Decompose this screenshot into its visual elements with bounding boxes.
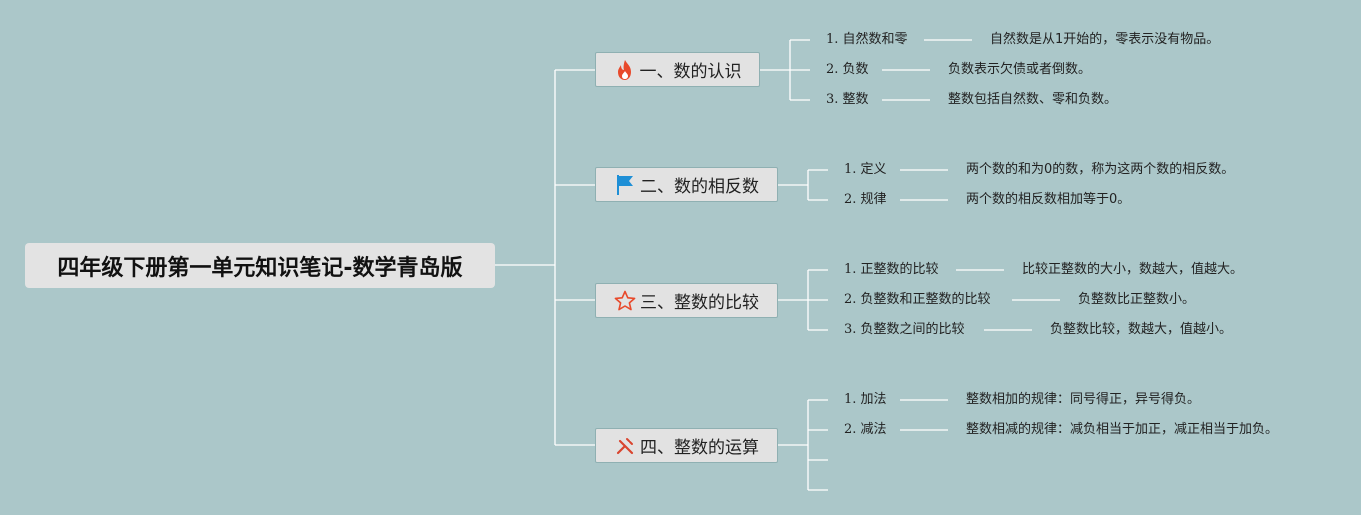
star-icon <box>614 290 636 312</box>
item-description: 负整数比较，数越大，值越小。 <box>1050 322 1233 337</box>
branch-label: 二、数的相反数 <box>640 177 759 197</box>
item-description: 负整数比正整数小。 <box>1078 292 1196 307</box>
branch-number-recognition[interactable]: 一、数的认识 <box>595 52 760 87</box>
branch-integer-comparison[interactable]: 三、整数的比较 <box>595 283 778 318</box>
item-description: 整数相加的规律：同号得正，异号得负。 <box>966 392 1201 407</box>
branch-label: 一、数的认识 <box>639 62 742 82</box>
flag-icon <box>614 174 636 196</box>
list-item[interactable]: 1. 定义 <box>844 162 887 177</box>
branch-label: 三、整数的比较 <box>640 293 759 313</box>
list-item[interactable]: 2. 负整数和正整数的比较 <box>844 292 991 307</box>
list-item[interactable]: 1. 正整数的比较 <box>844 262 939 277</box>
list-item[interactable]: 3. 负整数之间的比较 <box>844 322 965 337</box>
list-item[interactable]: 1. 加法 <box>844 392 887 407</box>
branch-opposite-numbers[interactable]: 二、数的相反数 <box>595 167 778 202</box>
branch-integer-operations[interactable]: 四、整数的运算 <box>595 428 778 463</box>
item-description: 比较正整数的大小，数越大，值越大。 <box>1022 262 1244 277</box>
branch-label: 四、整数的运算 <box>640 438 759 458</box>
item-description: 自然数是从1开始的，零表示没有物品。 <box>990 32 1220 47</box>
item-description: 整数包括自然数、零和负数。 <box>948 92 1118 107</box>
list-item[interactable]: 2. 规律 <box>844 192 887 207</box>
root-topic[interactable]: 四年级下册第一单元知识笔记-数学青岛版 <box>25 243 495 288</box>
item-description: 负数表示欠债或者倒数。 <box>948 62 1092 77</box>
item-description: 两个数的相反数相加等于0。 <box>966 192 1131 207</box>
tools-icon <box>614 435 636 457</box>
item-description: 整数相减的规律：减负相当于加正，减正相当于加负。 <box>966 422 1279 437</box>
list-item[interactable]: 2. 减法 <box>844 422 887 437</box>
item-description: 两个数的和为0的数，称为这两个数的相反数。 <box>966 162 1235 177</box>
list-item[interactable]: 2. 负数 <box>826 62 869 77</box>
fire-icon <box>614 59 636 81</box>
list-item[interactable]: 3. 整数 <box>826 92 869 107</box>
list-item[interactable]: 1. 自然数和零 <box>826 32 908 47</box>
